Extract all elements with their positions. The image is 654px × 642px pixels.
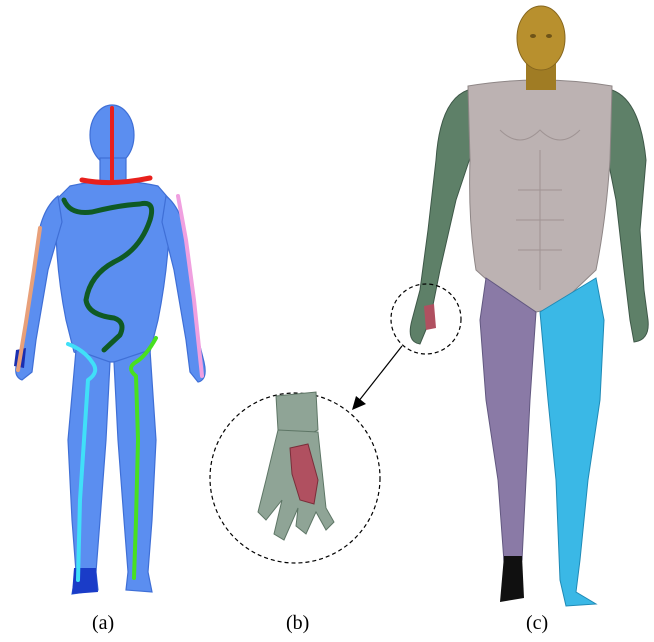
user-strokes bbox=[18, 108, 202, 580]
zoom-arrow bbox=[352, 346, 402, 410]
panel-a-stroked-mesh bbox=[14, 105, 205, 594]
right-leg-segment bbox=[540, 278, 604, 606]
black-foot-segment bbox=[500, 556, 524, 602]
left-arm-segment bbox=[410, 90, 476, 344]
caption-a: (a) bbox=[92, 612, 114, 635]
panel-c-segmented-mesh bbox=[391, 6, 648, 606]
caption-c: (c) bbox=[526, 612, 548, 635]
left-leg-segment bbox=[480, 278, 536, 562]
caption-b: (b) bbox=[286, 612, 309, 635]
panel-b-zoom-hand bbox=[210, 392, 380, 563]
hand-red-segment bbox=[424, 304, 436, 330]
head-segment bbox=[517, 6, 565, 90]
dark-blue-foot bbox=[72, 568, 98, 594]
